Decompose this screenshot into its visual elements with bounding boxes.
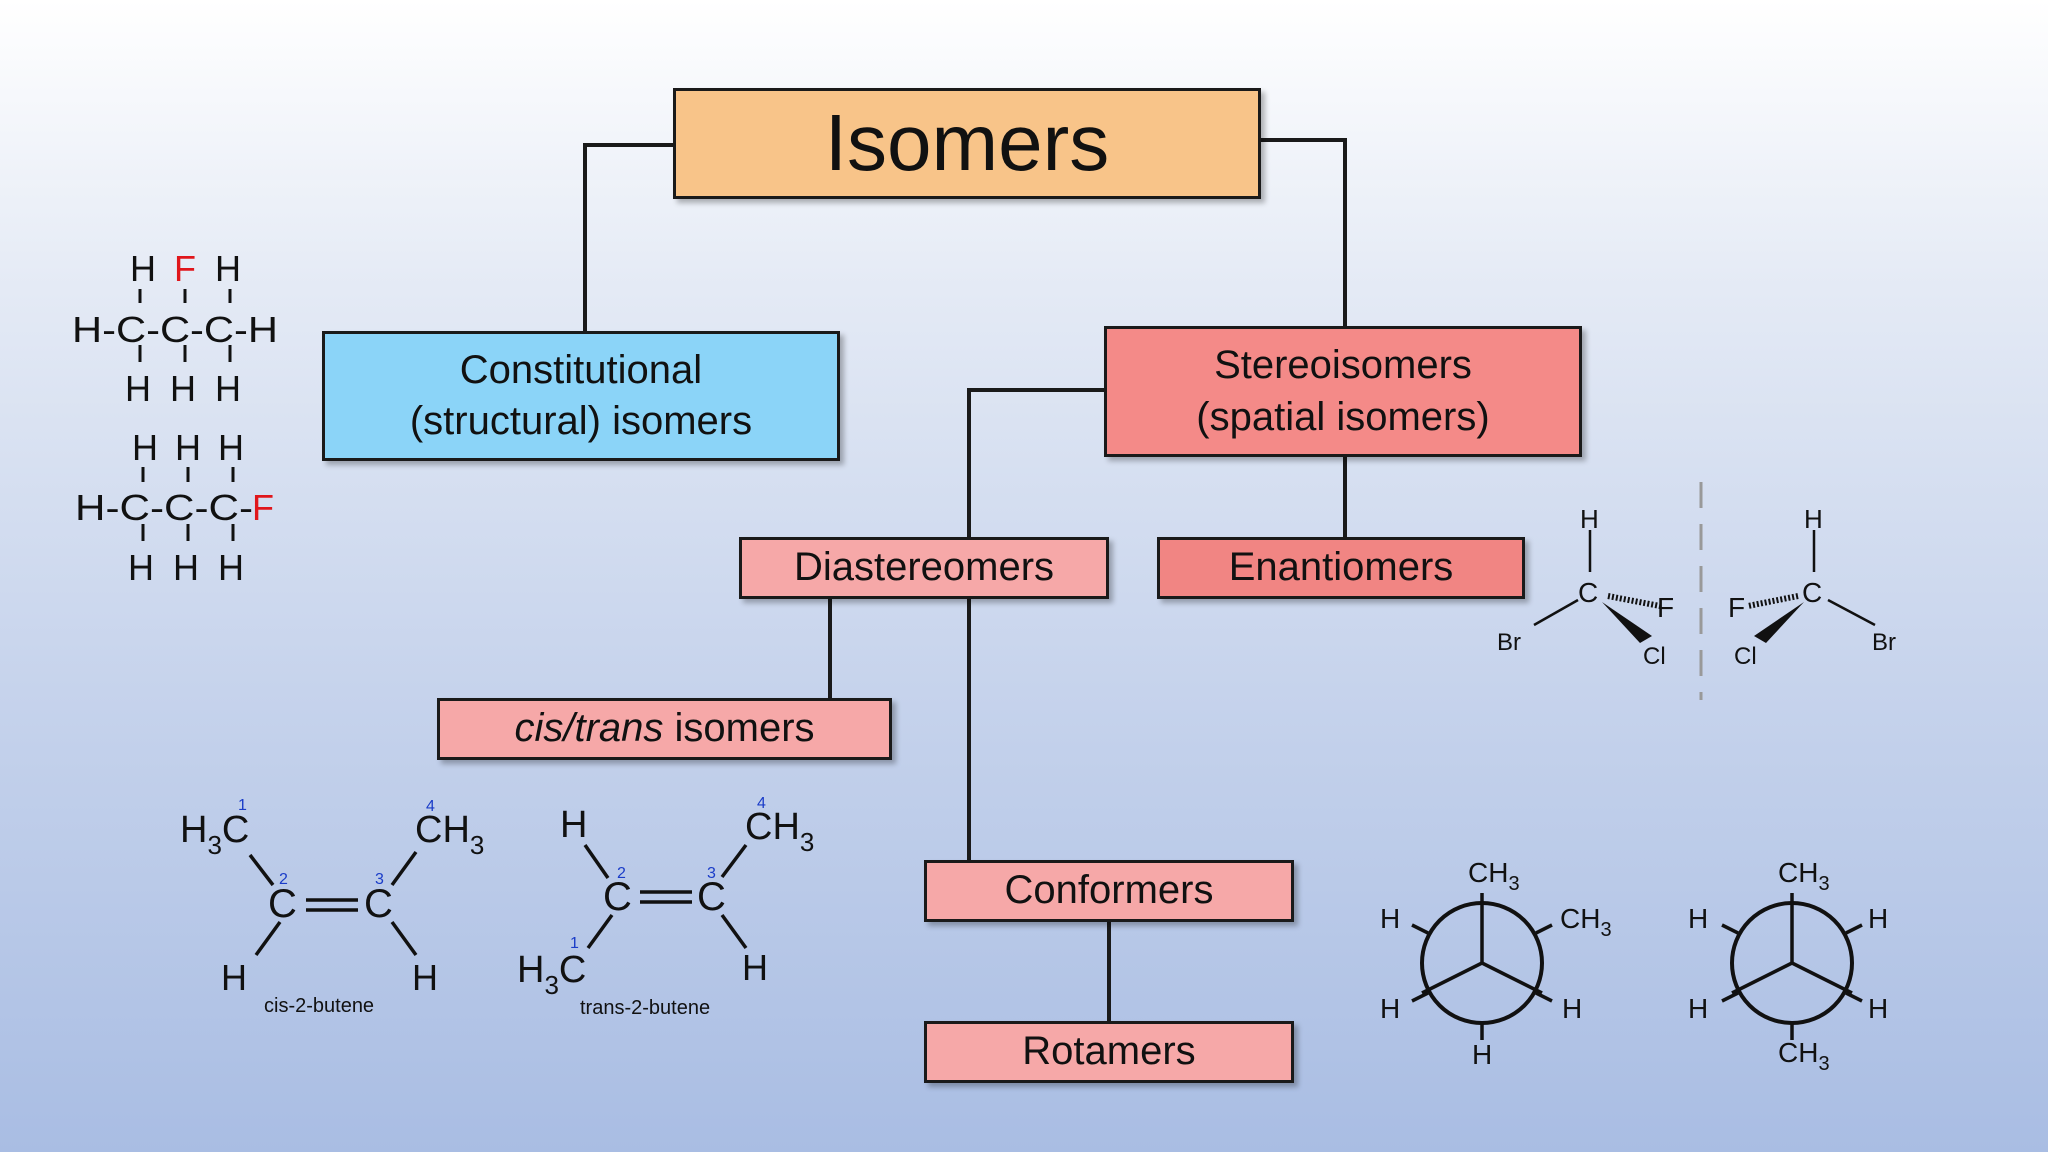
- locant: 1: [238, 797, 247, 814]
- constitutional-label-line2: (structural) isomers: [409, 399, 753, 443]
- enantiomers-box: Enantiomers: [1157, 537, 1525, 599]
- atom-h: H: [1688, 993, 1708, 1024]
- atom-h: H: [1472, 1039, 1492, 1070]
- carbon-chain: H-C-C-C-H: [72, 309, 278, 350]
- locant: 3: [707, 865, 716, 882]
- connector-stereo-diastereomers: [967, 388, 1104, 537]
- atom-c: C: [1578, 577, 1598, 608]
- connector-isomers-constitutional: [583, 143, 673, 331]
- substituent-ch3: CH3: [1778, 1037, 1830, 1075]
- locant: 2: [279, 871, 288, 888]
- atom-h: H: [218, 427, 244, 468]
- atom-c: C: [1802, 577, 1822, 608]
- atom-h: H: [1804, 504, 1823, 534]
- methyl-right: CH3: [745, 806, 814, 857]
- cis-2-butene-structure: H3C CH3 C C H H 1 2 3 4 cis-2-butene: [180, 797, 484, 1017]
- atom-h: H: [175, 427, 201, 468]
- stereoisomers-label-line1: Stereoisomers: [1214, 343, 1472, 388]
- atom-cl: Cl: [1643, 643, 1666, 670]
- structural-example-1-fluoropropane: H H H H-C-C-C- F H H H: [75, 427, 274, 588]
- trans-2-butene-label: trans-2-butene: [580, 997, 710, 1019]
- locant: 2: [617, 865, 626, 882]
- atom-f: F: [1657, 592, 1674, 623]
- rotamers-label: Rotamers: [1022, 1029, 1196, 1074]
- atom-h: H: [1562, 993, 1582, 1024]
- atom-h: H: [218, 547, 244, 588]
- isomers-title: Isomers: [824, 98, 1110, 188]
- atom-f: F: [252, 487, 274, 528]
- atom-br: Br: [1872, 629, 1896, 656]
- conformers-label: Conformers: [1004, 868, 1214, 913]
- locant: 3: [375, 871, 384, 888]
- enantiomers-label: Enantiomers: [1228, 545, 1454, 590]
- atom-f: F: [174, 248, 196, 289]
- constitutional-label-line1: Constitutional: [459, 347, 703, 392]
- rotamers-box: Rotamers: [924, 1021, 1294, 1083]
- atom-h: H: [1380, 993, 1400, 1024]
- atom-cl: Cl: [1734, 643, 1757, 670]
- isomers-title-box: Isomers: [673, 88, 1261, 199]
- substituent-ch3: CH3: [1778, 857, 1830, 895]
- atom-f: F: [1728, 592, 1745, 623]
- atom-h: H: [1380, 903, 1400, 934]
- newman-projection-staggered-2: CH3 H H H H CH3: [1688, 857, 1888, 1075]
- enantiomer-pair: H C F Br Cl H C F Br Cl: [1497, 482, 1896, 700]
- substituent-ch3: CH3: [1560, 903, 1612, 941]
- diastereomers-label: Diastereomers: [793, 545, 1055, 590]
- stereoisomers-label-line2: (spatial isomers): [1196, 394, 1490, 439]
- carbon-2: C: [268, 882, 297, 926]
- atom-h: H: [125, 368, 151, 409]
- atom-h: H: [132, 427, 158, 468]
- atom-h: H: [221, 957, 247, 998]
- conformers-box: Conformers: [924, 860, 1294, 922]
- atom-h: H: [130, 248, 156, 289]
- atom-h: H: [742, 947, 768, 988]
- atom-h: H: [170, 368, 196, 409]
- carbon-3: C: [364, 882, 393, 926]
- structural-example-2-fluoropropane: H F H H-C-C-C-H H H H: [72, 248, 278, 409]
- cis-trans-italic-label: cis/trans: [514, 706, 664, 751]
- atom-h: H: [215, 248, 241, 289]
- stereoisomers-box: Stereoisomers (spatial isomers): [1104, 326, 1582, 457]
- atom-h: H: [560, 804, 587, 846]
- locant: 4: [426, 798, 435, 815]
- atom-h: H: [128, 547, 154, 588]
- atom-h: H: [412, 957, 438, 998]
- atom-h: H: [173, 547, 199, 588]
- connector-isomers-stereo: [1261, 138, 1347, 326]
- carbon-2: C: [603, 875, 632, 919]
- atom-h: H: [215, 368, 241, 409]
- atom-h: H: [1580, 504, 1599, 534]
- carbon-3: C: [697, 875, 726, 919]
- cis-trans-isomers-box: cis/trans isomers: [437, 698, 892, 760]
- cis-2-butene-label: cis-2-butene: [264, 995, 374, 1017]
- connector-lines: [583, 138, 1347, 1021]
- diastereomers-box: Diastereomers: [739, 537, 1109, 599]
- substituent-ch3: CH3: [1468, 857, 1520, 895]
- methyl-right: CH3: [415, 809, 484, 860]
- carbon-chain: H-C-C-C-: [75, 487, 253, 528]
- locant: 4: [757, 795, 766, 812]
- cis-trans-rest-label: isomers: [663, 706, 815, 751]
- methyl-left: H3C: [180, 809, 249, 860]
- atom-h: H: [1688, 903, 1708, 934]
- newman-projection-staggered-1: CH3 CH3 H H H H: [1380, 857, 1612, 1070]
- atom-br: Br: [1497, 629, 1521, 656]
- atom-h: H: [1868, 993, 1888, 1024]
- atom-h: H: [1868, 903, 1888, 934]
- locant: 1: [570, 935, 579, 952]
- methyl-left: H3C: [517, 949, 586, 1000]
- constitutional-isomers-box: Constitutional (structural) isomers: [322, 331, 840, 461]
- trans-2-butene-structure: H CH3 C C H3C H 1 2 3 4 trans-2-butene: [517, 795, 814, 1019]
